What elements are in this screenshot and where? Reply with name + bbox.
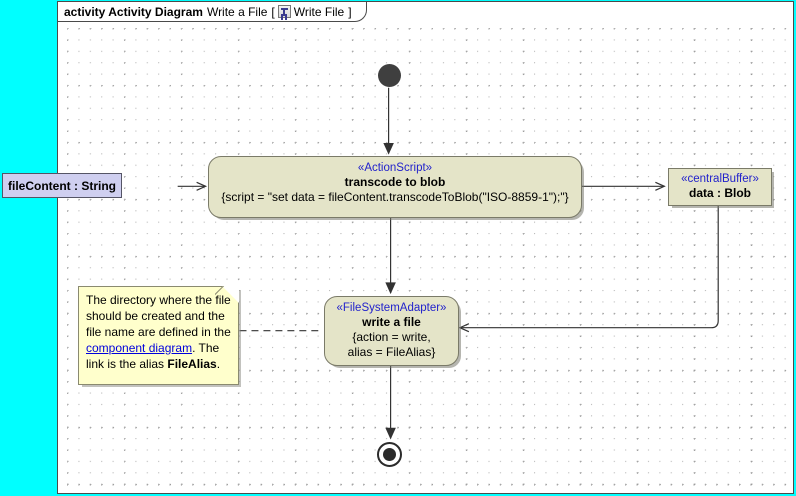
edge-buffer-to-write (458, 205, 719, 333)
note-text-part3: . (216, 357, 221, 371)
action-write-a-file[interactable]: «FileSystemAdapter» write a file {action… (324, 296, 459, 366)
action-transcode-script: {script = "set data = fileContent.transc… (221, 190, 569, 204)
activity-parameter-label: fileContent : String (8, 178, 116, 193)
note-comment[interactable]: The directory where the file should be c… (78, 286, 239, 385)
frame-diagram-name: Write a File (206, 4, 268, 19)
activity-diagram-icon (277, 5, 291, 18)
central-buffer-stereotype: «centralBuffer» (681, 173, 759, 185)
edge-layer (177, 87, 719, 440)
action-transcode-name: transcode to blob (344, 175, 446, 189)
note-alias-bold: FileAlias (167, 357, 217, 371)
activity-final-node[interactable] (377, 442, 402, 467)
frame-keyword: activity Activity Diagram (64, 4, 203, 19)
frame-bracket-close: ] (348, 4, 352, 19)
note-text-part2: . The link is the alias (86, 341, 220, 371)
note-fold-corner-icon (222, 286, 239, 303)
diagram-frame-title: activity Activity Diagram Write a File [… (58, 2, 367, 22)
frame-bracket-open: [ (271, 4, 275, 19)
action-transcode-stereotype: «ActionScript» (357, 162, 433, 174)
central-buffer-data[interactable]: «centralBuffer» data : Blob (668, 168, 772, 206)
activity-diagram-frame: activity Activity Diagram Write a File [… (57, 1, 794, 494)
diagram-canvas[interactable]: «ActionScript» transcode to blob {script… (58, 22, 793, 493)
frame-tab-label: Write File (293, 4, 345, 19)
activity-parameter-node-filecontent[interactable]: fileContent : String (2, 173, 122, 198)
initial-node[interactable] (378, 64, 401, 87)
action-transcode-to-blob[interactable]: «ActionScript» transcode to blob {script… (208, 156, 582, 218)
action-write-body-line2: alias = FileAlias} (347, 345, 436, 359)
action-write-name: write a file (362, 315, 421, 329)
note-text-part1: The directory where the file should be c… (86, 293, 231, 339)
action-write-stereotype: «FileSystemAdapter» (336, 302, 447, 314)
central-buffer-name: data : Blob (689, 186, 751, 200)
action-write-body-line1: {action = write, (352, 330, 431, 344)
note-component-diagram-link[interactable]: component diagram (86, 341, 193, 355)
